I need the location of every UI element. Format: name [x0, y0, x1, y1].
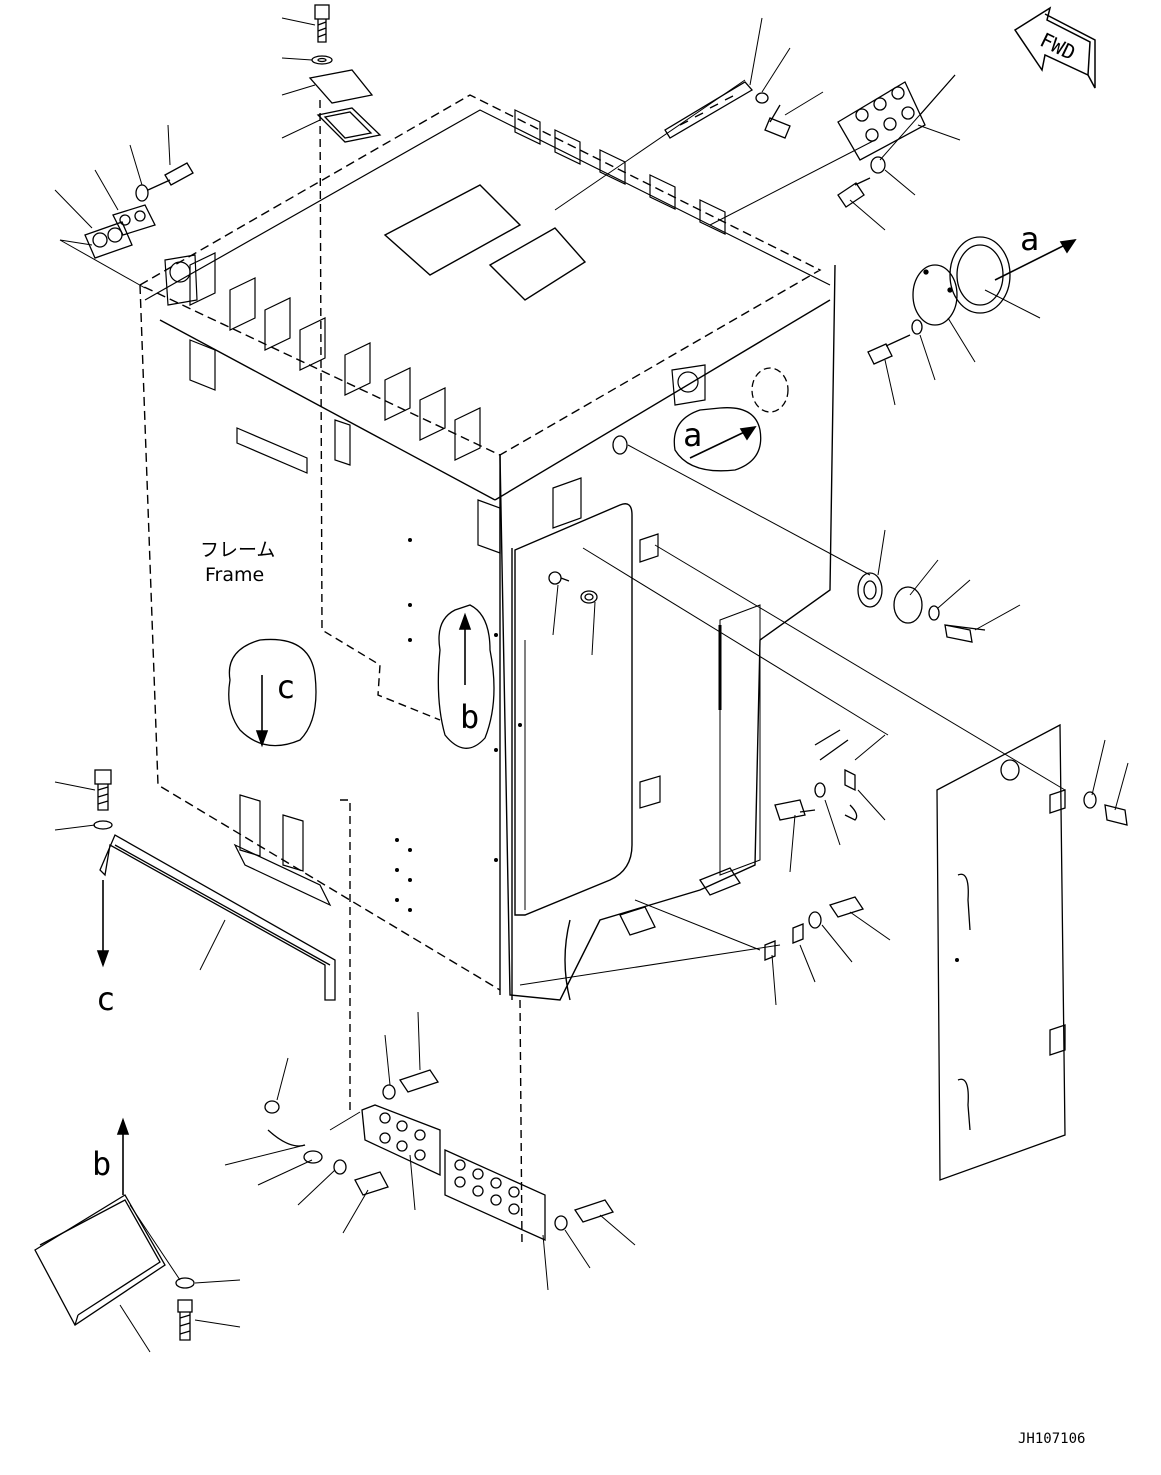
top-rail-brackets — [164, 109, 726, 461]
face-blocks — [189, 339, 661, 907]
bottom-left-hardware — [34, 769, 615, 1341]
hole-dots — [395, 538, 959, 962]
leader-lines — [54, 17, 1129, 1353]
drawing-id: JH107106 — [1018, 1431, 1085, 1447]
frame-body — [138, 94, 836, 1246]
top-left-hardware — [84, 4, 382, 259]
view-label-a-top: a — [1020, 220, 1039, 258]
frame-label-en: Frame — [205, 564, 264, 586]
labels: フレーム Frame a a b b c c JH107106 — [92, 220, 1085, 1447]
view-label-a-circle: a — [683, 416, 702, 454]
top-right-hardware — [612, 81, 1011, 643]
view-label-c-circle: c — [276, 668, 295, 706]
door-hardware — [548, 571, 1128, 1181]
frame-label-jp: フレーム — [200, 539, 275, 561]
view-label-b-circle: b — [460, 698, 479, 736]
view-arrows — [96, 238, 1077, 1195]
view-callout-circles — [228, 407, 762, 749]
view-label-b-bottom: b — [92, 1145, 111, 1183]
view-label-c-bottom: c — [96, 980, 115, 1018]
fwd-arrow-icon: FWD — [1013, 6, 1096, 89]
